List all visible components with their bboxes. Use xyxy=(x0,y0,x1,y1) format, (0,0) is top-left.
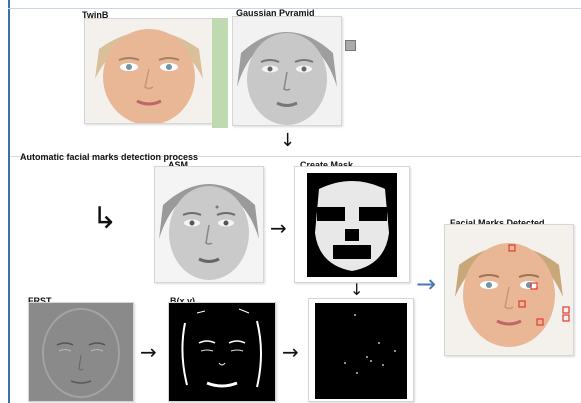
down-arrow-icon: ↓ xyxy=(280,130,296,151)
asm-image-panel xyxy=(154,166,264,283)
gaussian-face-image xyxy=(233,17,341,125)
create-mask-panel xyxy=(294,166,410,283)
bxy-label: B(x,y) xyxy=(170,296,196,306)
twinb-label: TwinB xyxy=(82,10,109,20)
frst-image-panel xyxy=(28,302,134,402)
frst-label: FRST xyxy=(28,296,52,306)
facial-marks-panel xyxy=(444,224,574,356)
down-arrow-icon-2: ↓ xyxy=(350,280,364,299)
asm-label: ASM xyxy=(168,160,188,170)
elbow-arrow-icon: ↳ xyxy=(92,201,118,236)
gaussian-image-panel xyxy=(232,16,342,126)
right-arrow-icon-3: → xyxy=(282,340,299,364)
final-marks-image xyxy=(315,303,407,399)
right-arrow-icon-1: → xyxy=(270,216,287,240)
bxy-image-panel xyxy=(168,302,276,402)
facial-marks-label: Facial Marks Detected xyxy=(450,218,545,228)
process-label: Automatic facial marks detection process xyxy=(20,152,199,162)
frst-image xyxy=(29,303,133,401)
left-frame-border xyxy=(8,0,10,403)
gaussian-pyramid-label: Gaussian Pyramid xyxy=(236,8,315,18)
facial-marks-image xyxy=(445,225,573,355)
mask-image xyxy=(295,167,409,282)
final-marks-panel xyxy=(308,298,414,402)
blue-right-arrow-icon: → xyxy=(416,270,437,298)
top-frame-border xyxy=(8,8,581,9)
twinb-face-image xyxy=(85,19,213,123)
background-strip xyxy=(212,18,228,128)
section-divider xyxy=(10,156,581,157)
twinb-image-panel xyxy=(84,18,214,124)
create-mask-label: Create Mask xyxy=(300,160,354,170)
asm-face-image xyxy=(155,167,263,282)
right-arrow-icon-2: → xyxy=(140,340,157,364)
bxy-image xyxy=(169,303,275,401)
small-pyramid-thumbnail xyxy=(345,40,356,51)
